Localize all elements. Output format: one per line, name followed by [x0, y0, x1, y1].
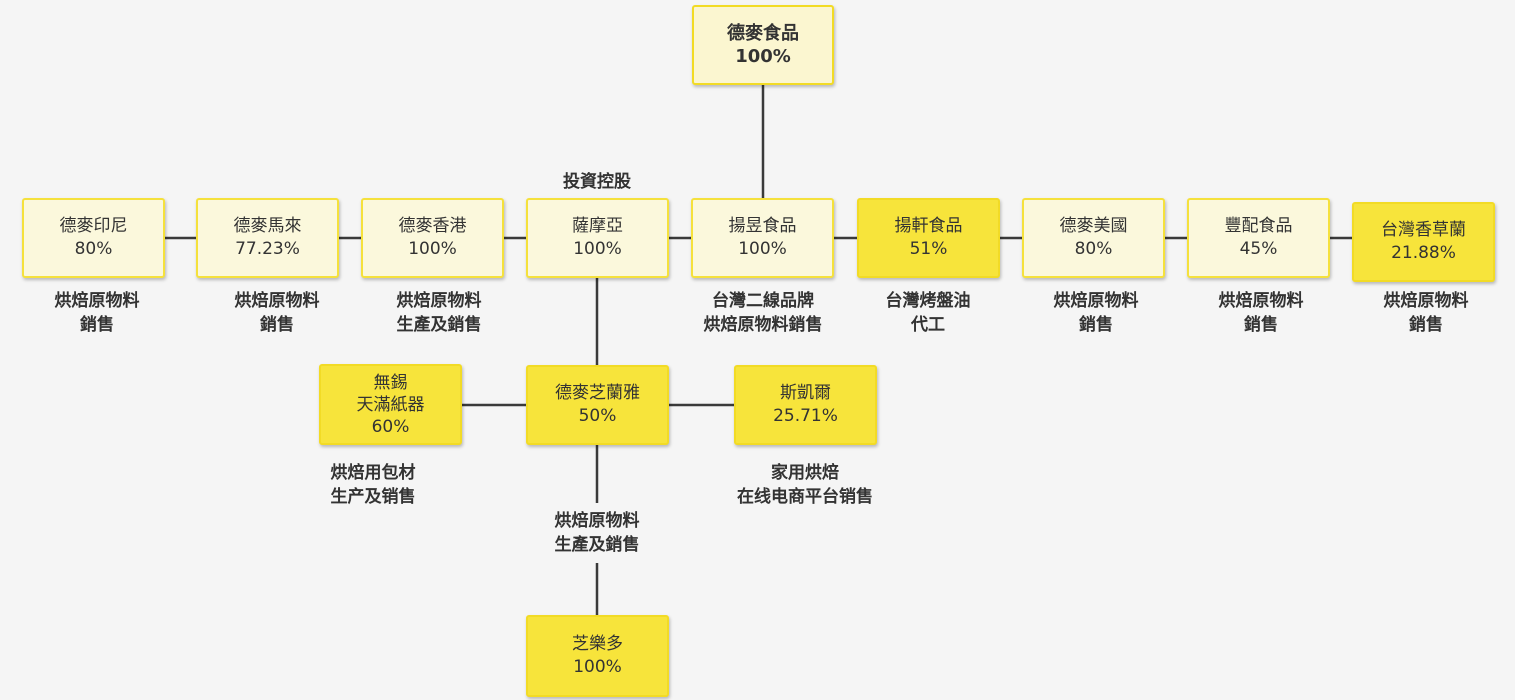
node-name: 德麥馬來 [233, 216, 302, 236]
node-name: 斯凱爾 [780, 383, 831, 403]
node-usa: 德麥美國 80% [1022, 198, 1165, 278]
node-percentage: 60% [371, 416, 410, 437]
node-name: 德麥芝蘭雅 [555, 383, 640, 403]
node-percentage: 100% [738, 239, 787, 259]
node-percentage: 100% [735, 46, 791, 67]
node-zhilanya: 德麥芝蘭雅 50% [526, 365, 669, 445]
node-wuxi: 無錫 天滿紙器 60% [319, 364, 462, 445]
node-percentage: 21.88% [1391, 243, 1456, 263]
node-name: 揚昱食品 [728, 216, 797, 236]
node-percentage: 80% [1074, 239, 1113, 259]
node-percentage: 77.23% [235, 239, 300, 259]
label-yangxuan: 台灣烤盤油 代工 [885, 291, 971, 335]
label-indonesia: 烘焙原物料 銷售 [54, 291, 140, 335]
node-name: 揚軒食品 [894, 216, 963, 236]
node-name: 芝樂多 [572, 634, 623, 654]
node-indonesia: 德麥印尼 80% [22, 198, 165, 278]
node-name-line1: 無錫 [373, 372, 408, 393]
node-name: 薩摩亞 [572, 216, 623, 236]
node-percentage: 50% [578, 406, 617, 426]
node-name: 豐配食品 [1224, 216, 1293, 236]
node-name: 台灣香草蘭 [1381, 220, 1466, 240]
node-name-line2: 天滿紙器 [356, 394, 425, 415]
node-parent: 德麥食品 100% [692, 5, 834, 85]
node-malaysia: 德麥馬來 77.23% [196, 198, 339, 278]
node-sikaier: 斯凱爾 25.71% [734, 365, 877, 445]
label-usa: 烘焙原物料 銷售 [1053, 291, 1139, 335]
node-name: 德麥食品 [727, 23, 799, 44]
node-yangxuan: 揚軒食品 51% [857, 198, 1000, 278]
node-percentage: 100% [408, 239, 457, 259]
label-hongkong: 烘焙原物料 生產及銷售 [396, 291, 482, 335]
node-percentage: 100% [573, 239, 622, 259]
node-name: 德麥香港 [398, 216, 467, 236]
node-percentage: 51% [909, 239, 948, 259]
node-samoa: 薩摩亞 100% [526, 198, 669, 278]
node-percentage: 25.71% [773, 406, 838, 426]
label-zhilanya: 烘焙原物料 生產及銷售 [554, 511, 640, 555]
node-fengpei: 豐配食品 45% [1187, 198, 1330, 278]
label-wuxi: 烘焙用包材 生产及销售 [330, 463, 416, 507]
node-vanilla: 台灣香草蘭 21.88% [1352, 202, 1495, 282]
label-samoa-investment: 投資控股 [563, 172, 631, 192]
label-fengpei: 烘焙原物料 銷售 [1218, 291, 1304, 335]
node-zhiledo: 芝樂多 100% [526, 615, 669, 697]
label-vanilla: 烘焙原物料 銷售 [1383, 291, 1469, 335]
label-sikaier: 家用烘焙 在线电商平台销售 [737, 463, 873, 507]
node-yangyu: 揚昱食品 100% [691, 198, 834, 278]
node-percentage: 45% [1239, 239, 1278, 259]
node-name: 德麥印尼 [59, 216, 128, 236]
node-hongkong: 德麥香港 100% [361, 198, 504, 278]
label-malaysia: 烘焙原物料 銷售 [234, 291, 320, 335]
node-name: 德麥美國 [1059, 216, 1128, 236]
node-percentage: 80% [74, 239, 113, 259]
label-yangyu: 台灣二線品牌 烘焙原物料銷售 [703, 291, 823, 335]
node-percentage: 100% [573, 657, 622, 677]
